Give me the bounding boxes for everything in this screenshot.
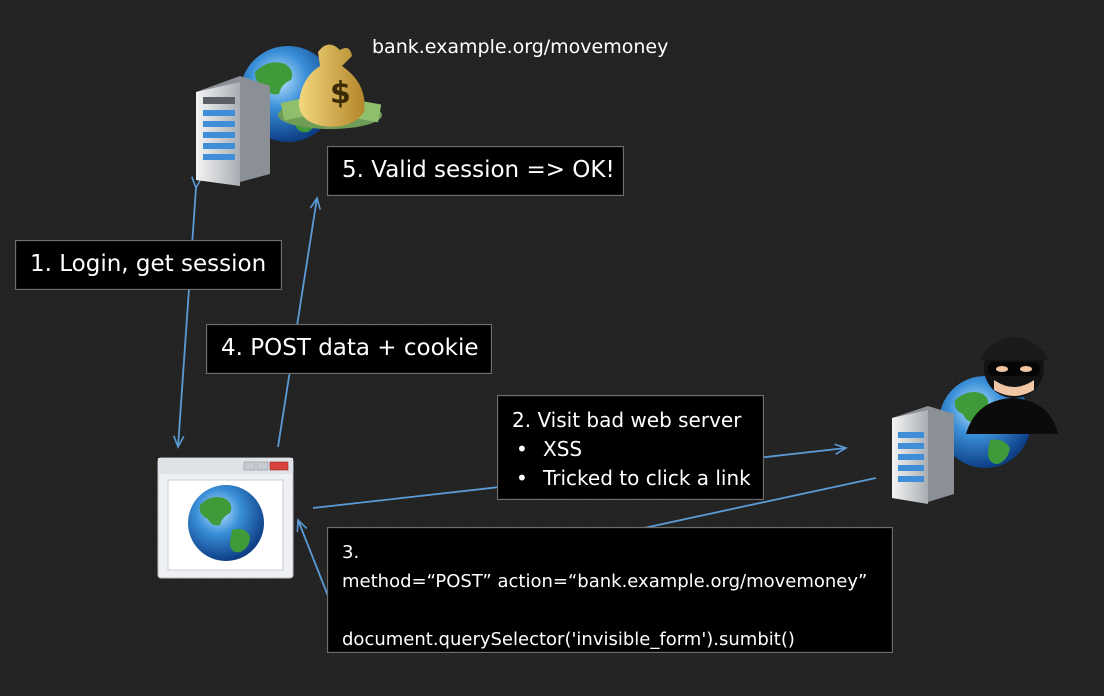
browser-globe-icon bbox=[188, 485, 264, 561]
step-post-text: 4. POST data + cookie bbox=[221, 335, 479, 361]
step-form-method-line: method=“POST” action=“bank.example.org/m… bbox=[342, 571, 868, 592]
step-form-spacer bbox=[342, 596, 892, 625]
money-bag-icon: $ bbox=[278, 44, 382, 129]
step-post-box: 4. POST data + cookie bbox=[206, 324, 492, 374]
bullet-dot: • bbox=[516, 437, 528, 461]
step-form-title: 3. bbox=[342, 542, 360, 563]
hacker-icon bbox=[966, 337, 1058, 434]
step-login-text: 1. Login, get session bbox=[30, 251, 267, 277]
bullet-dot: • bbox=[516, 466, 528, 490]
step-login-box: 1. Login, get session bbox=[15, 240, 282, 290]
step-valid-box: 5. Valid session => OK! bbox=[327, 146, 624, 196]
step-visit-box: 2. Visit bad web server • XSS • Tricked to… bbox=[497, 395, 764, 500]
step-form-submit-line: document.querySelector('invisible_form')… bbox=[342, 629, 795, 650]
step-visit-title: 2. Visit bad web server bbox=[512, 408, 742, 432]
attacker-server-icon bbox=[892, 406, 954, 504]
bank-url-label: bank.example.org/movemoney bbox=[372, 36, 669, 58]
step-form-box: 3. method=“POST” action=“bank.example.or… bbox=[327, 527, 893, 653]
step-visit-bullet: • Tricked to click a link bbox=[512, 464, 763, 493]
arrow-post bbox=[277, 196, 322, 448]
bank-server-icon bbox=[196, 76, 270, 186]
step-valid-text: 5. Valid session => OK! bbox=[342, 157, 615, 183]
bullet-text: XSS bbox=[543, 437, 583, 461]
bullet-text: Tricked to click a link bbox=[543, 466, 751, 490]
svg-text:$: $ bbox=[330, 76, 351, 111]
arrow-login bbox=[173, 176, 203, 449]
step-visit-bullet: • XSS bbox=[512, 435, 763, 464]
